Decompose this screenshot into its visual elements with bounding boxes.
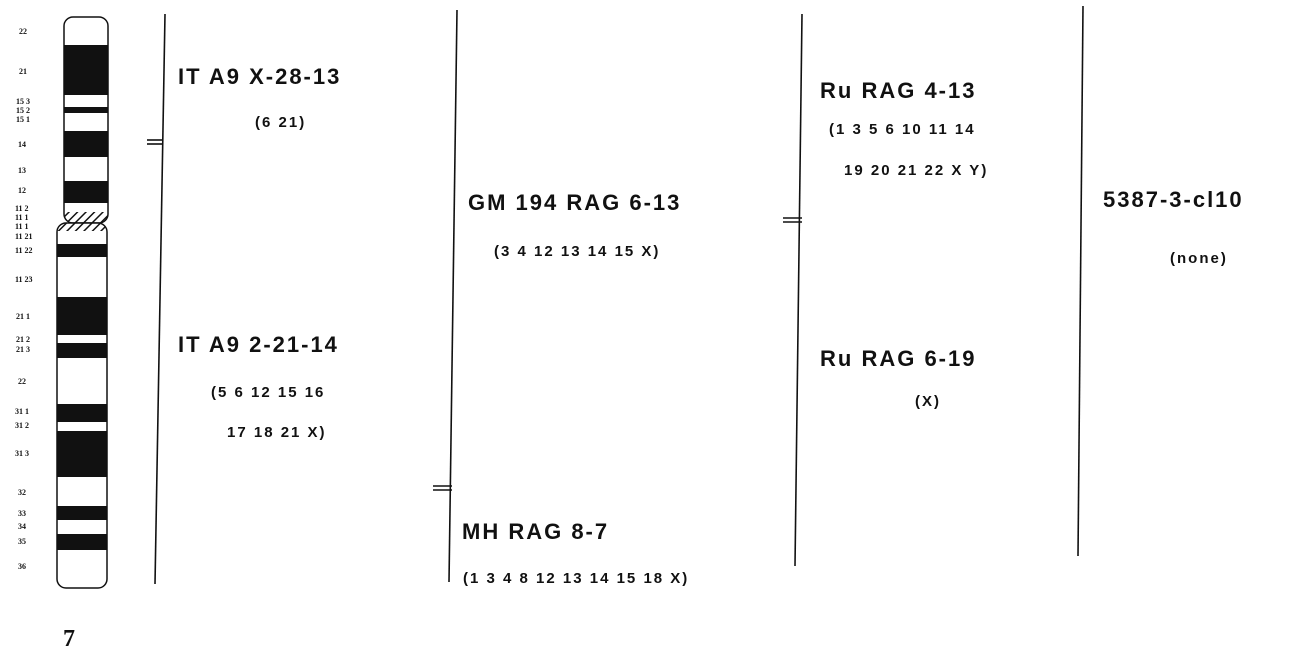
band-label: 31 2	[15, 421, 29, 430]
cell-line-name: IT A9 2-21-14	[178, 332, 339, 357]
chromosome-content: (X)	[915, 393, 941, 410]
tick-mark-2	[433, 485, 452, 491]
chromosome-number: 7	[63, 626, 75, 652]
chromosome-content: (none)	[1170, 250, 1228, 267]
cell-line-name: Ru RAG 6-19	[820, 346, 977, 371]
chromosome-content: (1 3 4 8 12 13 14 15 18 X)	[463, 570, 690, 587]
column-line-2	[448, 9, 458, 583]
band-q11-22	[57, 244, 107, 257]
chromosome-content: (5 6 12 15 16	[211, 384, 326, 401]
band-label: 36	[18, 562, 26, 571]
column-line-3	[794, 13, 803, 567]
band-q35	[57, 534, 107, 550]
band-label: 11 22	[15, 246, 33, 255]
chromosome-content: 17 18 21 X)	[227, 424, 327, 441]
band-q21-3	[57, 343, 107, 358]
band-label: 33	[18, 509, 26, 518]
band-q31-1	[57, 404, 107, 422]
band-label: 22	[19, 27, 27, 36]
band-label: 35	[18, 537, 26, 546]
band-label: 11 1	[15, 213, 29, 222]
band-label: 32	[18, 488, 26, 497]
band-label: 21 3	[16, 345, 30, 354]
tick-mark-1	[147, 139, 162, 145]
band-label: 14	[18, 140, 26, 149]
chromosome-content: 19 20 21 22 X Y)	[844, 162, 989, 179]
band-p15-2	[64, 107, 108, 113]
band-label: 22	[18, 377, 26, 386]
band-q21-1	[57, 297, 107, 335]
band-label: 15 1	[16, 115, 30, 124]
band-q11-1-hatch	[57, 223, 107, 231]
cell-line-name: IT A9 X-28-13	[178, 64, 342, 89]
band-p12	[64, 181, 108, 203]
band-q33	[57, 506, 107, 520]
band-centromere-hatch	[64, 212, 108, 223]
band-label: 31 1	[15, 407, 29, 416]
band-label: 11 21	[15, 232, 33, 241]
chromosome-content: (1 3 5 6 10 11 14	[829, 121, 976, 138]
band-label: 21	[19, 67, 27, 76]
band-label: 21 2	[16, 335, 30, 344]
cell-line-name: GM 194 RAG 6-13	[468, 190, 682, 215]
band-label: 11 1	[15, 222, 29, 231]
band-label: 31 3	[15, 449, 29, 458]
band-label: 15 2	[16, 106, 30, 115]
column-line-4	[1077, 5, 1084, 557]
chromosome-content: (3 4 12 13 14 15 X)	[494, 243, 661, 260]
chromosome-content: (6 21)	[255, 114, 307, 131]
column-line-1	[154, 13, 166, 585]
band-q31-3	[57, 431, 107, 477]
cell-line-name: 5387-3-cl10	[1103, 187, 1244, 212]
band-p14	[64, 131, 108, 157]
band-label: 34	[18, 522, 26, 531]
band-p21	[64, 45, 108, 95]
band-label: 15 3	[16, 97, 30, 106]
band-label: 21 1	[16, 312, 30, 321]
band-label: 11 2	[15, 204, 29, 213]
band-label: 11 23	[15, 275, 33, 284]
cell-line-name: Ru RAG 4-13	[820, 78, 977, 103]
cell-line-name: MH RAG 8-7	[462, 519, 610, 544]
band-label: 12	[18, 186, 26, 195]
tick-mark-3	[783, 217, 802, 223]
band-label: 13	[18, 166, 26, 175]
